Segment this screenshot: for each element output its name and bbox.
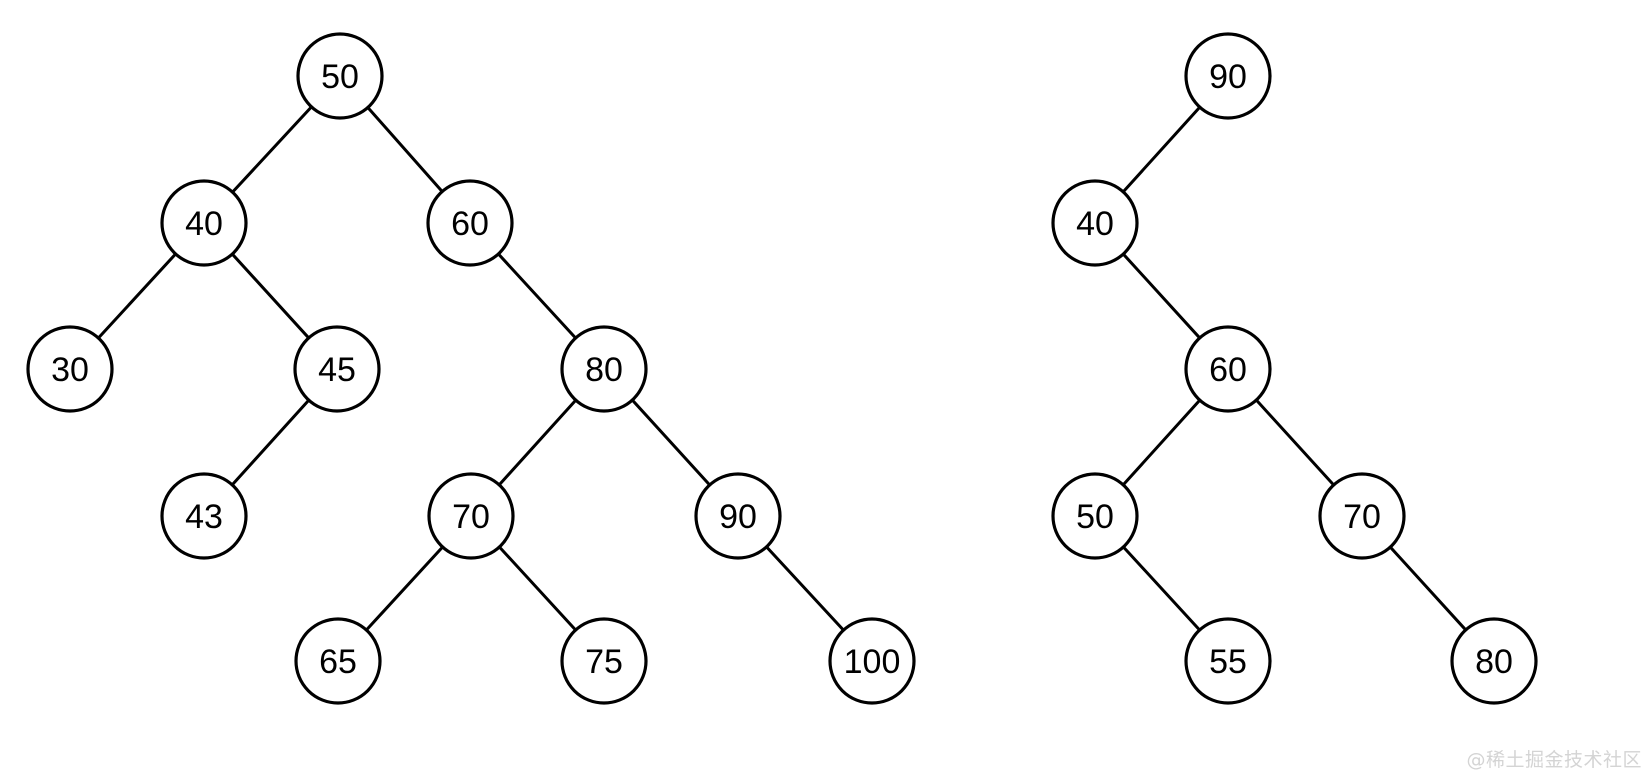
node-label: 55 bbox=[1209, 643, 1247, 681]
tree-node-70[interactable]: 70 bbox=[1318, 472, 1406, 560]
node-label: 60 bbox=[1209, 351, 1247, 389]
tree-node-30[interactable]: 30 bbox=[26, 325, 114, 413]
node-circle[interactable] bbox=[296, 32, 384, 120]
node-label: 70 bbox=[452, 498, 490, 536]
node-label: 45 bbox=[318, 351, 356, 389]
tree-edge bbox=[1121, 104, 1202, 195]
tree-edge bbox=[230, 251, 311, 341]
node-circle[interactable] bbox=[1318, 472, 1406, 560]
tree-node-55[interactable]: 55 bbox=[1184, 617, 1272, 705]
node-label: 80 bbox=[1475, 643, 1513, 681]
tree-node-60[interactable]: 60 bbox=[426, 179, 514, 267]
tree-node-60[interactable]: 60 bbox=[1184, 325, 1272, 413]
tree-node-100[interactable]: 100 bbox=[828, 617, 916, 705]
tree-node-45[interactable]: 45 bbox=[293, 325, 381, 413]
tree-node-90[interactable]: 90 bbox=[694, 472, 782, 560]
right-tree-nodes: 90 40 60 50 70 55 80 bbox=[1051, 32, 1538, 705]
tree-edge bbox=[497, 397, 578, 488]
tree-node-40[interactable]: 40 bbox=[160, 179, 248, 267]
node-circle[interactable] bbox=[560, 325, 648, 413]
node-label: 30 bbox=[51, 351, 89, 389]
right-tree-edges bbox=[1121, 104, 1468, 633]
node-circle[interactable] bbox=[294, 617, 382, 705]
node-label: 70 bbox=[1343, 498, 1381, 536]
node-label: 80 bbox=[585, 351, 623, 389]
node-circle[interactable] bbox=[560, 617, 648, 705]
node-circle[interactable] bbox=[160, 179, 248, 267]
node-label: 50 bbox=[1076, 498, 1114, 536]
tree-edge bbox=[1121, 251, 1202, 341]
node-label: 40 bbox=[1076, 205, 1114, 243]
node-circle[interactable] bbox=[828, 617, 916, 705]
node-label: 60 bbox=[451, 205, 489, 243]
tree-node-70[interactable]: 70 bbox=[427, 472, 515, 560]
node-label: 65 bbox=[319, 643, 357, 681]
tree-node-90[interactable]: 90 bbox=[1184, 32, 1272, 120]
node-circle[interactable] bbox=[1184, 325, 1272, 413]
tree-edge bbox=[497, 544, 578, 633]
node-circle[interactable] bbox=[1051, 472, 1139, 560]
tree-edge bbox=[496, 251, 578, 341]
watermark-label: @稀土掘金技术社区 bbox=[1466, 749, 1642, 771]
node-label: 90 bbox=[719, 498, 757, 536]
left-tree-edges bbox=[96, 104, 846, 633]
tree-edge bbox=[764, 544, 846, 633]
node-circle[interactable] bbox=[1184, 32, 1272, 120]
tree-edge bbox=[230, 397, 311, 488]
node-label: 40 bbox=[185, 205, 223, 243]
tree-node-75[interactable]: 75 bbox=[560, 617, 648, 705]
node-label: 43 bbox=[185, 498, 223, 536]
node-circle[interactable] bbox=[426, 179, 514, 267]
node-label: 50 bbox=[321, 58, 359, 96]
node-circle[interactable] bbox=[1051, 179, 1139, 267]
tree-node-65[interactable]: 65 bbox=[294, 617, 382, 705]
tree-node-50[interactable]: 50 bbox=[296, 32, 384, 120]
nodes-layer: 50 40 60 30 45 80 43 70 90 65 75 100 90 40 60 50 70 55 80 bbox=[26, 32, 1538, 705]
tree-edge bbox=[630, 397, 712, 488]
node-label: 100 bbox=[844, 643, 901, 681]
node-circle[interactable] bbox=[1450, 617, 1538, 705]
node-circle[interactable] bbox=[293, 325, 381, 413]
tree-node-40[interactable]: 40 bbox=[1051, 179, 1139, 267]
tree-edge bbox=[1254, 397, 1336, 488]
edges-layer bbox=[96, 104, 1468, 633]
node-circle[interactable] bbox=[26, 325, 114, 413]
tree-node-80[interactable]: 80 bbox=[1450, 617, 1538, 705]
tree-edge bbox=[230, 104, 314, 195]
tree-edge bbox=[365, 105, 445, 194]
tree-node-80[interactable]: 80 bbox=[560, 325, 648, 413]
tree-node-50[interactable]: 50 bbox=[1051, 472, 1139, 560]
tree-edge bbox=[364, 544, 445, 633]
tree-edge bbox=[96, 251, 178, 341]
node-circle[interactable] bbox=[1184, 617, 1272, 705]
node-circle[interactable] bbox=[694, 472, 782, 560]
tree-edge bbox=[1121, 544, 1202, 633]
left-tree-nodes: 50 40 60 30 45 80 43 70 90 65 75 100 bbox=[26, 32, 916, 705]
tree-edge bbox=[1388, 544, 1468, 633]
node-label: 75 bbox=[585, 643, 623, 681]
node-label: 90 bbox=[1209, 58, 1247, 96]
node-circle[interactable] bbox=[160, 472, 248, 560]
tree-edge bbox=[1121, 397, 1202, 488]
tree-node-43[interactable]: 43 bbox=[160, 472, 248, 560]
node-circle[interactable] bbox=[427, 472, 515, 560]
